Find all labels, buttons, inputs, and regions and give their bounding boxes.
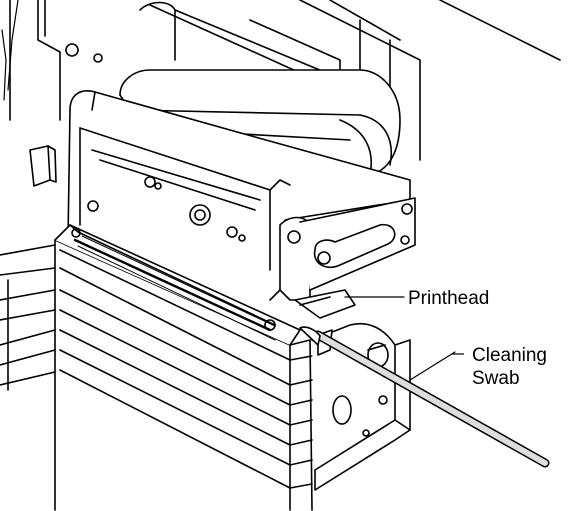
- cleaning-swab-label-line2: Swab: [472, 368, 520, 389]
- printhead-carriage: [279, 197, 416, 319]
- bracket-plate: [67, 90, 411, 301]
- front-cover-block: [54, 224, 301, 511]
- left-side-frame: [1, 0, 103, 187]
- left-stepped-edge: [0, 244, 56, 391]
- printhead-label: Printhead: [408, 288, 489, 309]
- front-face-ridges: [289, 339, 313, 511]
- cleaning-swab: [299, 326, 550, 468]
- swab-leader-line: [409, 351, 456, 381]
- cleaning-swab-label-line1: Cleaning: [472, 345, 547, 366]
- right-housing: [311, 323, 411, 491]
